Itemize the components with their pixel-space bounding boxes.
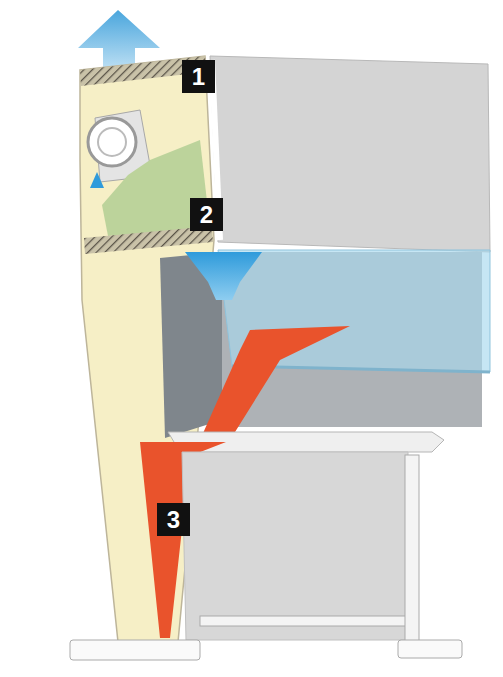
stand-leg [405, 455, 419, 650]
callout-number: 1 [182, 60, 215, 93]
stand-foot [70, 640, 200, 660]
inflow-air [200, 326, 350, 440]
blower-fan-hub [98, 128, 126, 156]
upflow-arrowhead [90, 172, 104, 188]
downflow-air [185, 252, 262, 300]
callout-number: 2 [190, 198, 223, 231]
stand-crossbar [200, 616, 410, 626]
blower-fan [88, 118, 136, 166]
rear-plenum-upflow-arrow [96, 186, 99, 330]
cabinet-hood [210, 56, 490, 252]
stand-foot [398, 640, 462, 658]
cabinet-base [182, 452, 408, 640]
callout-number: 3 [157, 503, 190, 536]
